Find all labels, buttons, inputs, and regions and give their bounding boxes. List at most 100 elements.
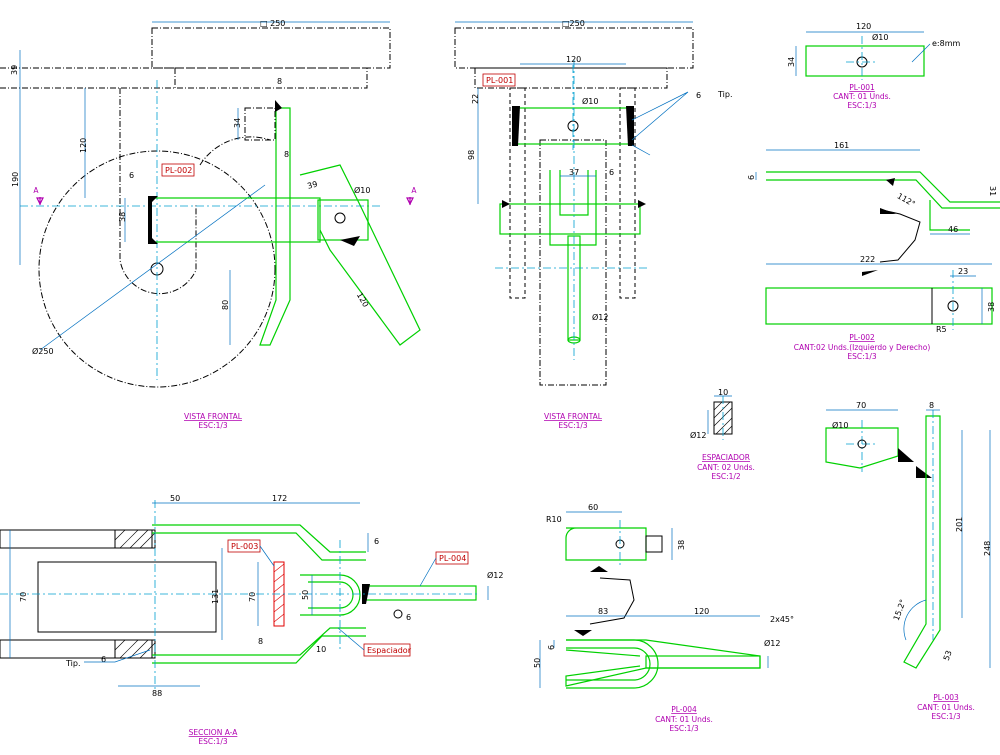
sec-dim-8: 8 xyxy=(258,637,263,646)
pl001-dim-120: 120 xyxy=(856,22,871,31)
tag-espaciador: Espaciador xyxy=(367,646,412,655)
pl003-scale: ESC:1/3 xyxy=(931,712,961,721)
front-view-middle: Tip. □250 120 22 98 Ø10 6 37 6 Ø12 PL-00… xyxy=(454,19,732,430)
dim-80-left: 80 xyxy=(221,300,230,310)
dim-6-mid: 6 xyxy=(609,168,614,177)
tip-label-mid: Tip. xyxy=(717,90,732,99)
dim-120-left: 120 xyxy=(79,138,88,153)
tag-pl004-section: PL-004 xyxy=(439,554,466,563)
pl002-angle: 112° xyxy=(896,191,917,208)
sec-dim-50-mid: 50 xyxy=(301,590,310,600)
pl004-dim-50: 50 xyxy=(533,658,542,668)
esp-dim-10: 10 xyxy=(718,388,728,397)
esp-qty: CANT: 02 Unds. xyxy=(697,463,755,472)
section-a-a: 50 172 6 Ø12 70 131 70 50 6 8 10 6 88 Ti… xyxy=(0,494,503,746)
sec-dim-12: Ø12 xyxy=(487,570,503,580)
dim-10-arm: Ø10 xyxy=(354,185,370,195)
dim-6-top-mid: 6 xyxy=(696,91,701,100)
dim-39: 39 xyxy=(10,65,19,75)
sec-dim-88: 88 xyxy=(152,689,162,698)
pl004-dim-83: 83 xyxy=(598,607,608,616)
pl003-dim-201: 201 xyxy=(955,517,964,532)
pl003-dim-10: Ø10 xyxy=(832,420,848,430)
scale-section: ESC:1/3 xyxy=(198,737,228,746)
dim-8-top: 8 xyxy=(277,77,282,86)
pl004-dim-120: 120 xyxy=(694,607,709,616)
pl001-scale: ESC:1/3 xyxy=(847,101,877,110)
sec-dim-70-left: 70 xyxy=(19,592,28,602)
pl004-tag: PL-004 xyxy=(671,705,697,714)
pl002-r5: R5 xyxy=(936,325,947,334)
part-pl003: 70 8 Ø10 201 248 15.2° 53 PL-003 CANT: 0… xyxy=(825,401,992,721)
esp-title: ESPACIADOR xyxy=(702,453,750,462)
pl004-dim-38: 38 xyxy=(677,540,686,550)
tag-pl001-mid: PL-001 xyxy=(486,76,513,85)
pl002-dim-38: 38 xyxy=(987,302,996,312)
pl002-scale: ESC:1/3 xyxy=(847,352,877,361)
dim-8-mid: 8 xyxy=(284,150,289,159)
dim-120-arm: 120 xyxy=(355,291,370,309)
pl002-dim-46: 46 xyxy=(948,225,958,234)
title-front-mid: VISTA FRONTAL xyxy=(544,412,603,421)
esp-scale: ESC:1/2 xyxy=(711,472,741,481)
pl001-thickness: e:8mm xyxy=(932,39,961,48)
part-espaciador: 10 Ø12 ESPACIADOR CANT: 02 Unds. ESC:1/2 xyxy=(690,388,755,481)
scale-front-mid: ESC:1/3 xyxy=(558,421,588,430)
sec-dim-50: 50 xyxy=(170,494,180,503)
sec-dim-70-mid: 70 xyxy=(248,592,257,602)
sec-dim-6-top: 6 xyxy=(374,537,379,546)
section-mark-left: A xyxy=(33,186,39,195)
pl004-dim-12: Ø12 xyxy=(764,638,780,648)
pl003-dim-8: 8 xyxy=(929,401,934,410)
sec-dim-131: 131 xyxy=(211,589,220,604)
pl002-dim-23: 23 xyxy=(958,267,968,276)
pl004-dim-6: 6 xyxy=(547,645,556,650)
pl001-tag: PL-001 xyxy=(849,83,875,92)
pl003-tag: PL-003 xyxy=(933,693,959,702)
pl004-chamfer: 2x45° xyxy=(770,615,794,624)
part-pl001: 120 34 Ø10 e:8mm PL-001 CANT: 01 Unds. E… xyxy=(787,22,961,110)
tag-pl003-section: PL-003 xyxy=(231,542,258,551)
pl004-r10: R10 xyxy=(546,515,562,524)
pl003-qty: CANT: 01 Unds. xyxy=(917,703,975,712)
tag-pl002-left: PL-002 xyxy=(165,166,192,175)
dim-190: 190 xyxy=(11,172,20,187)
dim-10-mid: Ø10 xyxy=(582,96,598,106)
pl002-qty: CANT:02 Unds.(Izquierdo y Derecho) xyxy=(794,343,931,352)
scale-front-left: ESC:1/3 xyxy=(198,421,228,430)
pl002-dim-31: 31 xyxy=(988,186,997,196)
pl003-dim-53: 53 xyxy=(942,649,954,662)
dim-34-left: 34 xyxy=(233,118,242,128)
front-view-left: A A □ 250 39 190 120 8 34 8 6 38 39 Ø10 … xyxy=(0,19,421,430)
pl003-dim-248: 248 xyxy=(983,541,992,556)
dim-6-left: 6 xyxy=(129,171,134,180)
dim-250-mid: □250 xyxy=(562,19,585,28)
title-front-left: VISTA FRONTAL xyxy=(184,412,243,421)
dim-39-arm: 39 xyxy=(306,180,318,191)
pl002-dim-6: 6 xyxy=(747,175,756,180)
pl004-dim-60: 60 xyxy=(588,503,598,512)
dim-250-circle: Ø250 xyxy=(32,346,54,356)
dim-22-mid: 22 xyxy=(471,94,480,104)
dim-37-mid: 37 xyxy=(569,168,579,177)
pl002-dim-222: 222 xyxy=(860,255,875,264)
part-pl004: 60 R10 38 83 120 2x45° 6 Ø12 50 PL-004 C… xyxy=(533,503,794,733)
pl003-dim-70: 70 xyxy=(856,401,866,410)
part-pl002: 161 6 112° 31 46 222 23 38 R5 PL-002 CAN… xyxy=(747,141,1000,361)
pl001-dim-34: 34 xyxy=(787,57,796,67)
pl001-qty: CANT: 01 Unds. xyxy=(833,92,891,101)
pl002-tag: PL-002 xyxy=(849,333,875,342)
pl002-dim-161: 161 xyxy=(834,141,849,150)
tip-label-section: Tip. xyxy=(65,659,80,668)
sec-dim-6-weld: 6 xyxy=(406,613,411,622)
title-section: SECCION A-A xyxy=(189,728,239,737)
pl001-dim-10: Ø10 xyxy=(872,32,888,42)
pl004-qty: CANT: 01 Unds. xyxy=(655,715,713,724)
pl004-scale: ESC:1/3 xyxy=(669,724,699,733)
sec-dim-172: 172 xyxy=(272,494,287,503)
sec-dim-6-tip: 6 xyxy=(101,655,106,664)
dim-98-mid: 98 xyxy=(467,150,476,160)
pl003-angle: 15.2° xyxy=(892,598,908,622)
